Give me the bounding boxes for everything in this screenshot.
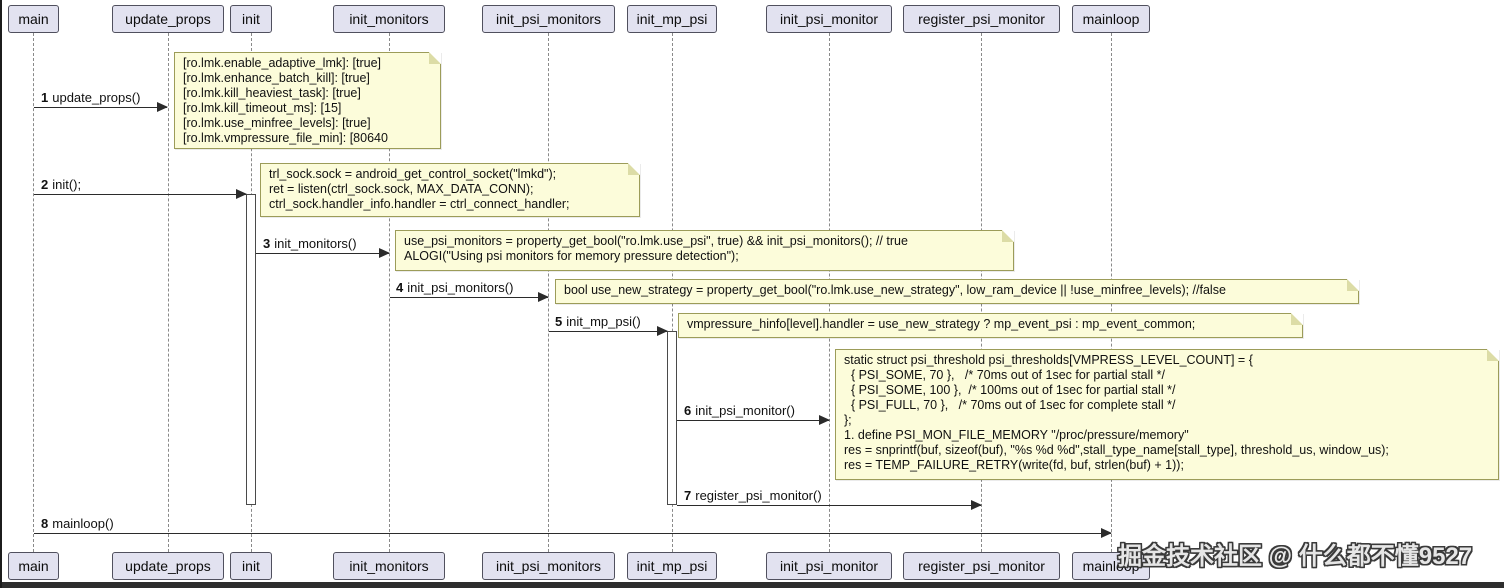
message-text: register_psi_monitor() [695,488,822,503]
participant-top-init-monitors: init_monitors [333,5,445,33]
participant-top-mainloop: mainloop [1072,5,1150,33]
message-text: init_mp_psi() [566,314,641,329]
message-3-arrow [256,248,390,258]
message-seq: 1 [41,90,49,105]
message-7-arrow [677,500,982,510]
participant-label: mainloop [1082,11,1140,27]
message-seq: 5 [555,314,563,329]
participant-top-init-psi-monitors: init_psi_monitors [482,5,615,33]
note-init-mp-psi-code: vmpressure_hinfo[level].handler = use_ne… [678,313,1303,338]
message-text: init_monitors() [274,236,357,251]
bottom-border-strip [2,582,1504,588]
participant-label: update_props [125,11,211,27]
participant-label: init_monitors [349,558,429,574]
note-init-monitors-code: use_psi_monitors = property_get_bool("ro… [395,230,1014,271]
message-8-arrow [34,528,1112,538]
message-seq: 6 [684,403,692,418]
message-text: update_props() [52,90,141,105]
message-seq: 7 [684,488,692,503]
message-2-arrow [34,189,247,199]
participant-label: init_psi_monitor [779,558,879,574]
arrow-head [157,102,168,112]
participant-top-update-props: update_props [112,5,224,33]
participant-top-init-psi-monitor: init_psi_monitor [766,5,892,33]
message-6-arrow [677,415,830,425]
participant-bottom-update-props: update_props [112,552,224,580]
message-seq: 8 [41,516,49,531]
arrow-head [819,415,830,425]
participant-label: update_props [125,558,211,574]
activation-init [246,194,256,505]
message-5-arrow [549,326,668,336]
participant-label: register_psi_monitor [918,11,1045,27]
lifeline-init-monitors [389,33,390,552]
participant-bottom-init-psi-monitor: init_psi_monitor [766,552,892,580]
participant-label: register_psi_monitor [918,558,1045,574]
participant-bottom-mainloop: mainloop [1072,552,1150,580]
watermark: 掘金技术社区 @ 什么都不懂9527 [1118,543,1473,570]
participant-bottom-init-monitors: init_monitors [333,552,445,580]
participant-label: init_psi_monitors [495,558,602,574]
participant-label: init_psi_monitor [779,11,879,27]
participant-label: init [242,558,260,574]
note-psi-thresholds-code: static struct psi_threshold psi_threshol… [835,349,1499,480]
note-init-psi-monitors-code: bool use_new_strategy = property_get_boo… [555,279,1359,304]
participant-bottom-init: init [230,552,272,580]
participant-top-init: init [230,5,272,33]
participant-label: init_mp_psi [636,558,708,574]
participant-label: init_monitors [349,11,429,27]
message-seq: 4 [396,280,404,295]
message-text: init_psi_monitor() [695,403,795,418]
participant-label: init_psi_monitors [495,11,602,27]
participant-label: mainloop [1082,558,1140,574]
participant-label: init_mp_psi [636,11,708,27]
activation-init-mp-psi [667,331,677,505]
note-init-socket-code: trl_sock.sock = android_get_control_sock… [260,163,640,217]
note-update-props-properties: [ro.lmk.enable_adaptive_lmk]: [true] [ro… [174,52,441,149]
message-4-arrow [390,292,549,302]
participant-label: main [18,558,49,574]
message-text: init_psi_monitors() [407,280,514,295]
message-text: init(); [52,177,82,192]
arrow-head [1101,528,1112,538]
arrow-head [236,189,247,199]
participant-top-register-psi-monitor: register_psi_monitor [903,5,1060,33]
participant-bottom-init-psi-monitors: init_psi_monitors [482,552,615,580]
message-seq: 2 [41,177,49,192]
message-text: mainloop() [52,516,114,531]
message-seq: 3 [263,236,271,251]
lifeline-main [33,33,34,552]
arrow-head [379,248,390,258]
lifeline-update-props [168,33,169,552]
participant-label: main [18,11,49,27]
message-1-arrow [34,102,168,112]
participant-bottom-register-psi-monitor: register_psi_monitor [903,552,1060,580]
arrow-head [538,292,549,302]
participant-top-init-mp-psi: init_mp_psi [627,5,717,33]
arrow-head [971,500,982,510]
participant-bottom-main: main [8,552,59,580]
participant-top-main: main [8,5,59,33]
participant-label: init [242,11,260,27]
arrow-head [657,326,668,336]
participant-bottom-init-mp-psi: init_mp_psi [627,552,717,580]
